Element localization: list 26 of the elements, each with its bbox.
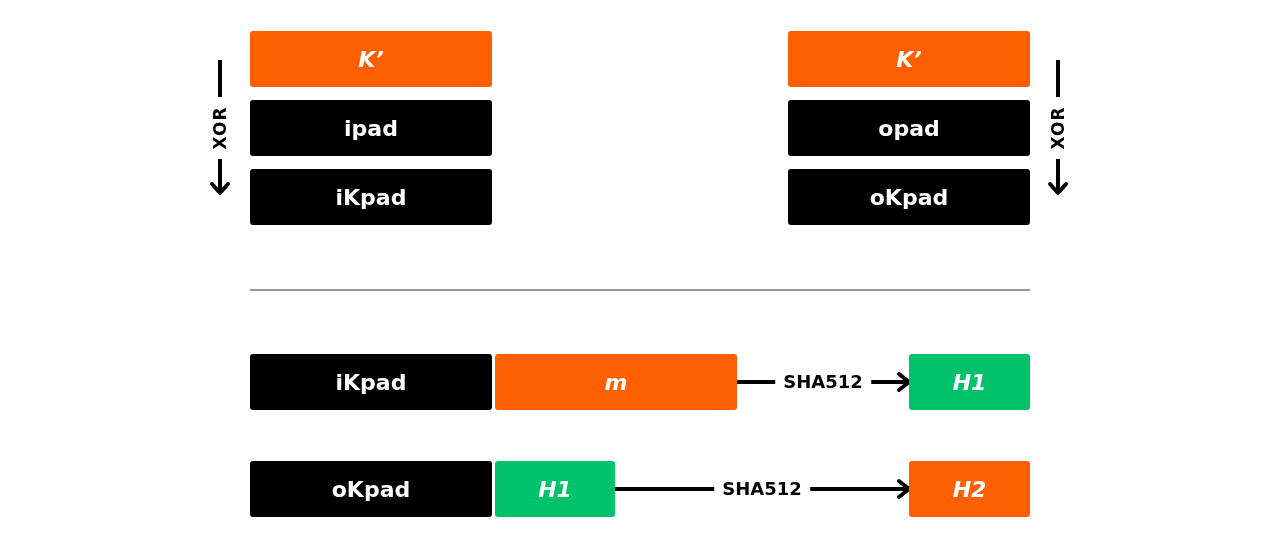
- data-block: [250, 100, 492, 156]
- operation-label: XOR: [211, 106, 229, 150]
- block-label: K’: [358, 46, 384, 72]
- data-block: [495, 354, 737, 410]
- data-block: [250, 461, 492, 517]
- data-block: [250, 169, 492, 225]
- block-label: H1: [538, 476, 572, 502]
- data-block: [250, 31, 492, 87]
- data-block: [788, 100, 1030, 156]
- block-label: iKpad: [335, 369, 407, 395]
- data-block: [909, 354, 1030, 410]
- block-label: ipad: [344, 115, 398, 141]
- block-label: oKpad: [331, 476, 411, 502]
- block-label: oKpad: [869, 184, 949, 210]
- data-block: [495, 461, 615, 517]
- block-label: m: [604, 369, 628, 395]
- operation-label: XOR: [1049, 106, 1067, 150]
- block-label: K’: [896, 46, 922, 72]
- block-label: opad: [878, 115, 940, 141]
- data-block: [909, 461, 1030, 517]
- data-block: [788, 31, 1030, 87]
- data-block: [788, 169, 1030, 225]
- block-label: H1: [952, 369, 987, 395]
- block-label: H2: [952, 476, 987, 502]
- block-label: iKpad: [335, 184, 407, 210]
- data-block: [250, 354, 492, 410]
